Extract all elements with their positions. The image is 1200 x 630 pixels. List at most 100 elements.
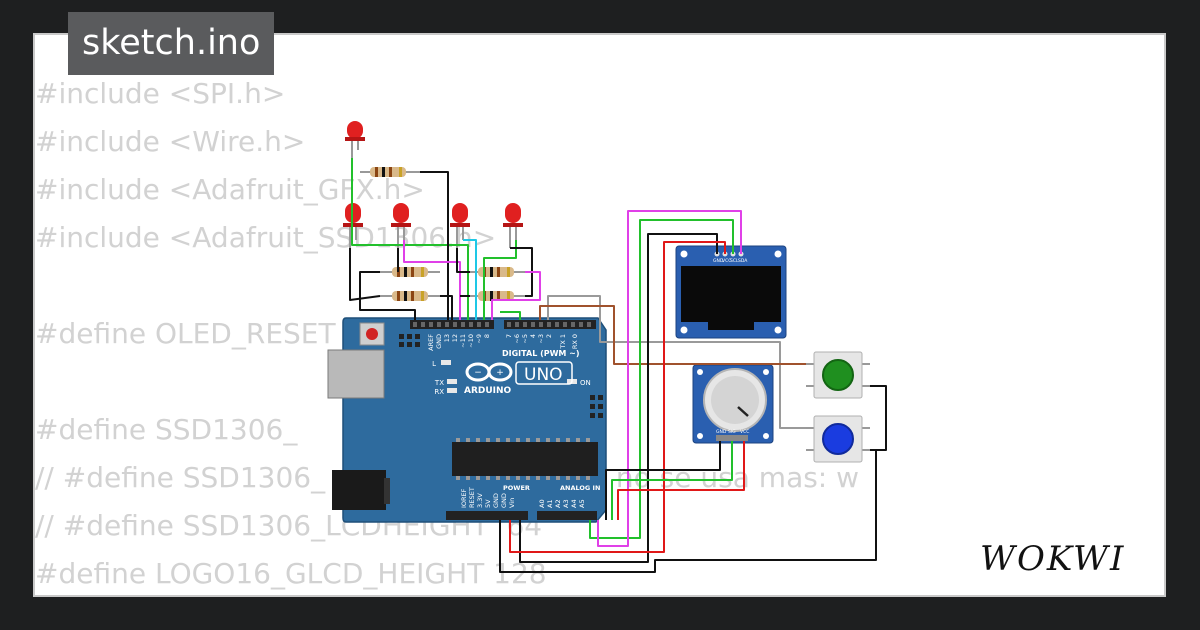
led-red-3[interactable]	[391, 203, 411, 248]
oled-display[interactable]: GND VCC SCL SDA	[675, 245, 787, 339]
wire-brown[interactable]	[539, 305, 806, 365]
pin-label: 7	[505, 334, 513, 338]
analog-pin-label: A0	[538, 499, 546, 508]
pushbutton-green[interactable]	[806, 351, 870, 399]
wire-cyan[interactable]	[463, 239, 477, 320]
code-line: #define LOGO16_GLCD_HEIGHT 128	[35, 557, 547, 590]
pin-label: ~9	[475, 334, 483, 344]
wire-green[interactable]	[611, 441, 733, 520]
code-line: #include <SPI.h>	[35, 77, 286, 110]
code-line: #include <Adafruit_SSD1306.h>	[35, 221, 497, 254]
pin-label: RX 0	[571, 334, 579, 349]
analog-pin-label: A5	[578, 499, 586, 508]
wire-gray[interactable]	[547, 295, 806, 429]
wire-green[interactable]	[589, 219, 734, 539]
analog-pin-label: A4	[570, 499, 578, 508]
power-header	[446, 511, 528, 520]
power-label: POWER	[503, 484, 530, 492]
wire-red[interactable]	[509, 241, 726, 553]
pin-label: ~11	[459, 334, 467, 348]
on-label: ON	[580, 379, 591, 387]
wire-black[interactable]	[420, 171, 449, 320]
wire-black[interactable]	[349, 248, 381, 301]
analog-header	[537, 511, 597, 520]
digital-header-left	[410, 320, 494, 329]
file-tab[interactable]: sketch.ino	[68, 12, 275, 75]
pin-label: ~3	[537, 334, 545, 344]
pin-label: 2	[545, 334, 553, 338]
pin-label: 12	[451, 334, 459, 342]
oled-screen	[681, 266, 781, 322]
pushbutton-blue[interactable]	[806, 415, 870, 463]
resistor-4[interactable]	[470, 267, 525, 277]
wire-magenta[interactable]	[491, 271, 541, 320]
led-l	[441, 360, 451, 365]
wire-black[interactable]	[870, 385, 887, 451]
brand-label: ARDUINO	[464, 386, 512, 396]
resistor-1[interactable]	[360, 167, 420, 177]
oled-pin-label: SDA	[738, 258, 748, 264]
analog-label: ANALOG IN	[560, 484, 600, 492]
pin-label: ~5	[521, 334, 529, 344]
wire-green[interactable]	[351, 158, 469, 320]
wire-red[interactable]	[617, 441, 745, 520]
power-pin-label: GND	[492, 493, 500, 508]
wokwi-logo: WOKWI	[980, 539, 1125, 579]
power-pin-label: GND	[500, 493, 508, 508]
oled-pin-label: SCL	[730, 258, 739, 264]
oled-pin-label: GND	[713, 258, 724, 264]
pin-label: ~6	[513, 334, 521, 344]
pin-label: 8	[483, 334, 491, 338]
rotary-encoder[interactable]: GND SIG VCC	[692, 364, 774, 444]
led-tx	[447, 379, 457, 384]
power-pin-label: 5V	[484, 499, 492, 508]
encoder-pin-label: SIG	[728, 429, 736, 435]
usb-port	[327, 349, 385, 399]
wokwi-logo-text: WOKWI	[980, 539, 1125, 579]
atmega-chip	[452, 442, 598, 476]
wire-magenta[interactable]	[597, 210, 742, 547]
led-tx-label: TX	[434, 379, 444, 387]
pin-aref-label: AREF	[427, 334, 435, 351]
pin-label: 13	[443, 334, 451, 342]
encoder-pin-label: GND	[716, 429, 727, 435]
digital-label: DIGITAL (PWM ~)	[502, 349, 580, 358]
arduino-uno-board[interactable]: AREF GND 13 12 ~11 ~10 ~9 8 7 ~6 ~5 4 ~3…	[327, 317, 607, 523]
code-line: #define SSD1306_	[35, 413, 298, 446]
power-pin-label: 3.3V	[476, 493, 484, 508]
led-rx-label: RX	[434, 388, 444, 396]
svg-text:−: −	[474, 368, 482, 378]
wire-black[interactable]	[519, 233, 718, 563]
wire-black[interactable]	[456, 248, 470, 273]
led-red-5[interactable]	[503, 203, 523, 248]
pin-label: TX 1	[559, 334, 567, 350]
code-line: #include <Adafruit_GFX.h>	[35, 173, 425, 206]
resistor-2[interactable]	[380, 267, 440, 277]
wire-green[interactable]	[483, 240, 517, 320]
oled-pin-label: VCC	[722, 258, 731, 264]
arduino-logo: − +	[465, 362, 513, 382]
code-line: #define OLED_RESET	[35, 317, 336, 350]
wire-black[interactable]	[359, 271, 416, 320]
wire-black[interactable]	[499, 449, 877, 573]
pin-label: ~10	[467, 334, 475, 348]
analog-pin-label: A1	[546, 499, 554, 508]
code-line: #include <Wire.h>	[35, 125, 306, 158]
model-label: UNO	[524, 365, 563, 385]
wire-black[interactable]	[440, 295, 453, 320]
wire-black[interactable]	[605, 441, 721, 520]
led-red-1[interactable]	[345, 121, 365, 158]
pin-gnd-label: GND	[435, 334, 443, 349]
analog-pin-label: A2	[554, 499, 562, 508]
wire-green[interactable]	[500, 311, 521, 320]
power-pin-label: IOREF	[460, 488, 468, 508]
led-rx	[447, 388, 457, 393]
wire-magenta[interactable]	[403, 240, 461, 320]
led-red-4[interactable]	[450, 203, 470, 248]
power-jack	[332, 470, 386, 510]
encoder-pin-label: VCC	[740, 429, 749, 435]
icsp-right	[590, 395, 603, 418]
resistor-3[interactable]	[380, 291, 440, 301]
power-pin-label: RESET	[468, 487, 476, 508]
